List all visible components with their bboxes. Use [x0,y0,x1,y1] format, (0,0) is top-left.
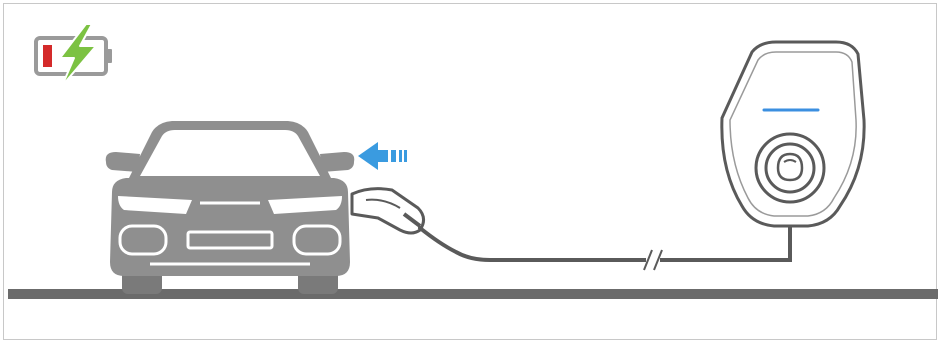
cable-break-icon [644,250,662,270]
ev-wall-charger-icon [722,42,864,226]
charging-cable [420,224,790,260]
arrow-left-icon [358,142,407,170]
charging-connector-icon [352,189,424,233]
car-front-icon [106,121,355,294]
